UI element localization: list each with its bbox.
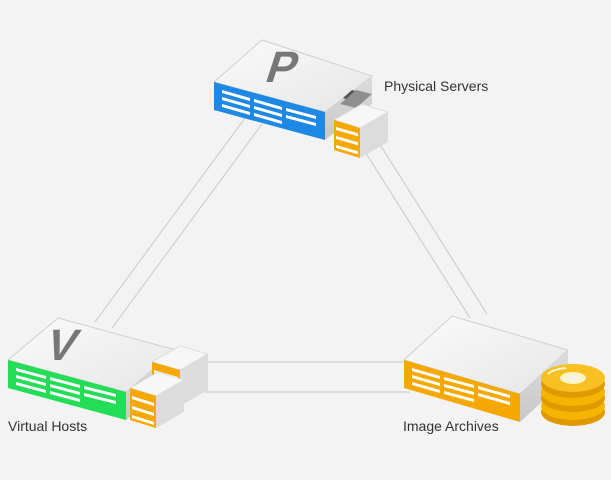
virtual-hosts-label: Virtual Hosts	[8, 418, 88, 434]
physical-servers-label: Physical Servers	[384, 78, 489, 94]
image-archives-label: Image Archives	[403, 418, 499, 434]
physical-server-icon[interactable]: P	[212, 39, 374, 140]
disc-stack-icon	[541, 364, 605, 426]
storage-stack-icon	[332, 103, 390, 158]
storage-stack-icon	[128, 371, 186, 428]
